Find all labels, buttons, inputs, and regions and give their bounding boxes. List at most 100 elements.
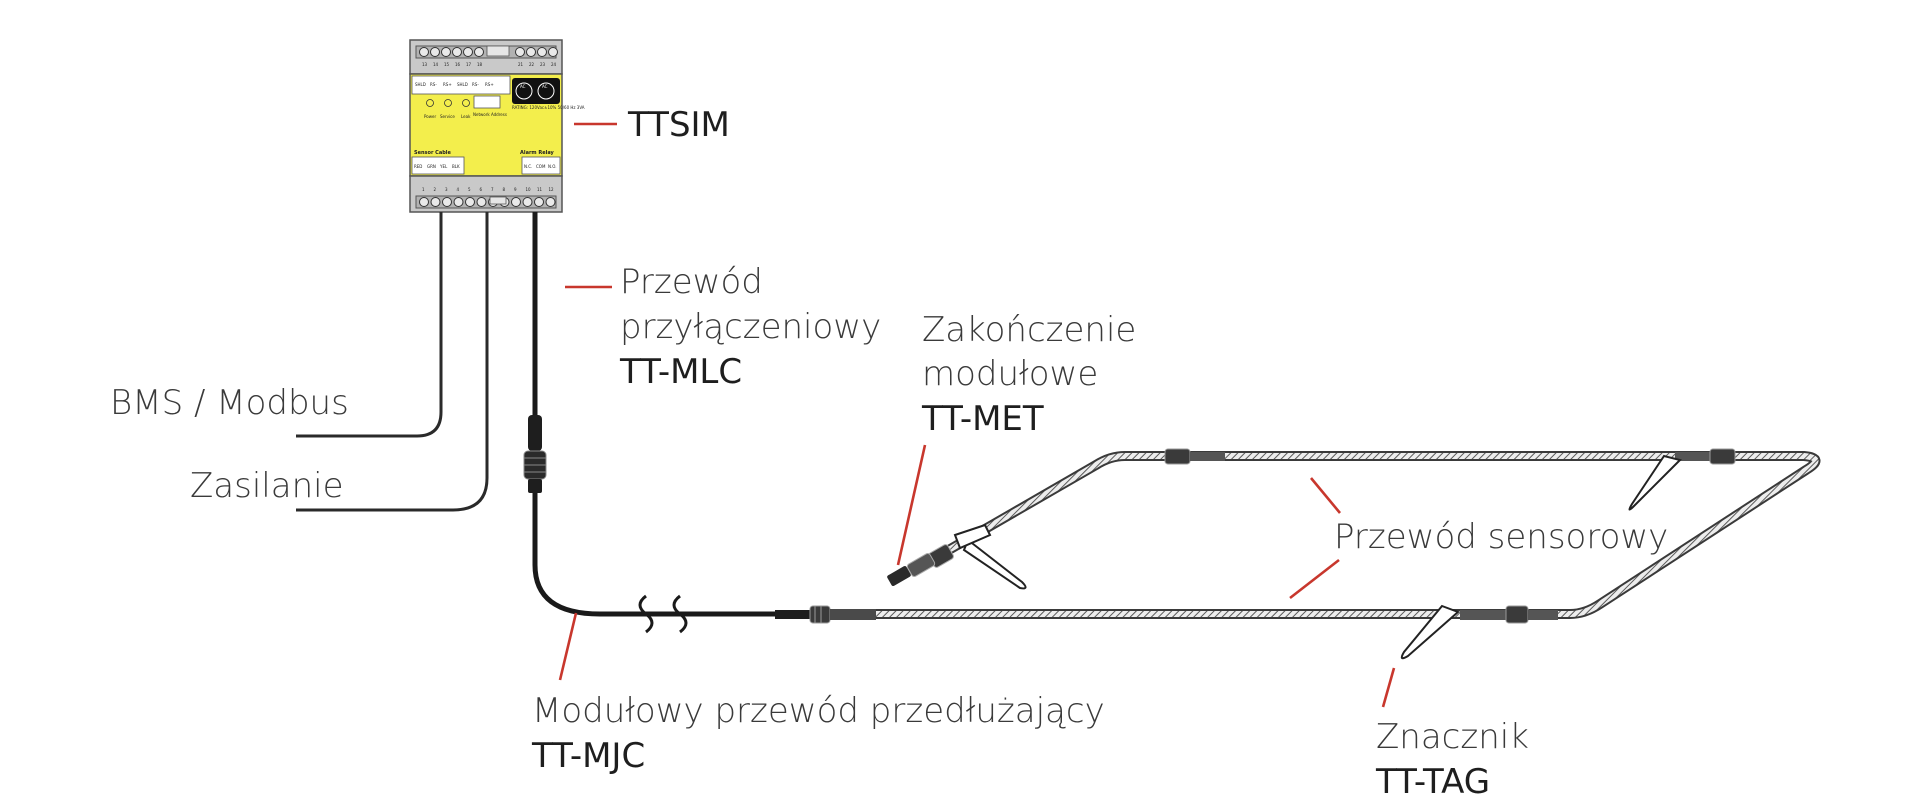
terminal-screw-icon — [511, 197, 521, 207]
ttsim-label: TTSIM — [627, 105, 730, 145]
pin-grn: GRN — [427, 164, 436, 169]
terminal-number: 17 — [466, 62, 472, 67]
leader-met — [896, 444, 927, 566]
tag-label-line: Znacznik — [1376, 717, 1529, 757]
terminal-screw-icon — [548, 47, 558, 57]
terminal-number: 6 — [480, 187, 483, 192]
pin-nc: N.C. — [524, 164, 532, 169]
terminal-number: 11 — [537, 187, 543, 192]
terminal-screw-icon — [419, 47, 429, 57]
tag-code: TT-TAG — [1375, 762, 1490, 802]
ac-label-1: AC — [520, 84, 526, 89]
tag-near-met — [953, 523, 1027, 590]
upper-label-2: RS- — [430, 82, 437, 87]
terminal-screw-icon — [453, 197, 464, 207]
tt-tag-marker — [1400, 604, 1460, 660]
terminal-screw-icon — [474, 47, 484, 57]
terminal-screw-icon — [522, 197, 533, 207]
terminal-screw-icon — [430, 197, 441, 207]
upper-label-1: SHLD — [415, 82, 426, 87]
terminal-screw-icon — [463, 47, 473, 57]
power-led-icon — [426, 99, 434, 107]
mlc-label-line1: Przewód — [620, 262, 763, 302]
upper-label-6: RS+ — [485, 82, 494, 87]
terminal-number: 23 — [540, 62, 546, 67]
terminal-number: 2 — [434, 187, 437, 192]
status-leds: Power Service Leak — [424, 99, 471, 119]
terminal-screw-icon — [526, 47, 536, 57]
terminal-number: 21 — [518, 62, 524, 67]
break-mark-icon — [672, 594, 688, 634]
terminal-number: 12 — [549, 187, 555, 192]
sensor-cable-label: Przewód sensorowy — [1334, 517, 1668, 557]
terminal-screw-icon — [534, 197, 544, 207]
terminal-screw-icon — [452, 47, 462, 57]
terminal-screw-icon — [515, 47, 525, 57]
pin-com: COM — [536, 164, 546, 169]
mlc-label-line2: przyłączeniowy — [620, 307, 881, 347]
mjc-label-line: Modułowy przewód przedłużający — [532, 691, 1105, 731]
terminal-number: 3 — [445, 187, 448, 192]
leader-mjc — [558, 612, 578, 681]
break-mark-icon — [638, 594, 654, 634]
pin-red: RED — [414, 164, 422, 169]
terminal-number: 22 — [529, 62, 535, 67]
terminal-number: 14 — [433, 62, 439, 67]
loop-connector-top-right — [1675, 448, 1736, 465]
terminal-screw-icon — [465, 197, 475, 207]
pin-blk: BLK — [452, 164, 460, 169]
loop-connector-bottom-right — [1460, 605, 1558, 624]
upper-label-5: RS- — [472, 82, 479, 87]
leader-sensor-top — [1309, 477, 1342, 514]
terminal-screw-icon — [545, 197, 556, 207]
mlc-code: TT-MLC — [619, 352, 742, 392]
alarm-relay-title: Alarm Relay — [520, 150, 555, 156]
upper-label-4: SHLD — [457, 82, 468, 87]
loop-connector-top-left — [1164, 448, 1225, 465]
terminal-screw-icon — [537, 47, 547, 57]
bms-modbus-cable — [296, 212, 443, 438]
met-code: TT-MET — [921, 399, 1044, 439]
terminal-number: 24 — [551, 62, 557, 67]
pin-no: N.O. — [548, 164, 557, 169]
leader-sensor-bottom — [1289, 558, 1340, 600]
met-label-line2: modułowe — [922, 354, 1098, 394]
sensor-cable-pins: RED GRN YEL BLK — [414, 164, 460, 169]
terminal-screw-icon — [476, 197, 487, 207]
tt-met-end-terminator — [887, 544, 954, 586]
terminal-number: 13 — [422, 62, 428, 67]
terminal-number: 15 — [444, 62, 450, 67]
terminal-number: 8 — [503, 187, 506, 192]
alarm-relay-pins: N.C. COM N.O. — [524, 164, 557, 169]
ac-label-2: AC — [542, 84, 548, 89]
tag-top-right — [1628, 454, 1682, 511]
terminal-screw-icon — [441, 47, 451, 57]
zasilanie-label: Zasilanie — [190, 466, 343, 506]
met-label-line1: Zakończenie — [922, 310, 1136, 350]
led-label-leak: Leak — [461, 114, 471, 119]
terminal-number: 9 — [514, 187, 517, 192]
tt-mjc-cable — [532, 493, 775, 617]
power-supply-cable — [296, 212, 489, 512]
terminal-screw-icon — [442, 197, 452, 207]
bms-modbus-label: BMS / Modbus — [110, 383, 349, 423]
led-label-power: Power — [424, 114, 436, 119]
leak-led-icon — [462, 99, 470, 107]
terminal-number: 16 — [455, 62, 461, 67]
service-led-icon — [444, 99, 452, 107]
mlc-connector — [523, 415, 547, 493]
terminal-number: 7 — [491, 187, 494, 192]
terminal-screw-icon — [430, 47, 440, 57]
terminal-number: 10 — [526, 187, 532, 192]
mjc-sensor-connector — [775, 605, 876, 624]
top-terminal-screws — [419, 47, 558, 57]
terminal-number: 4 — [457, 187, 460, 192]
terminal-screw-icon — [419, 197, 429, 207]
rs485-labels: SHLD RS- RS+ SHLD RS- RS+ — [415, 82, 494, 87]
sensor-cable-title: Sensor Cable — [414, 150, 452, 156]
terminal-number: 1 — [422, 187, 425, 192]
led-label-service: Service — [440, 114, 455, 119]
